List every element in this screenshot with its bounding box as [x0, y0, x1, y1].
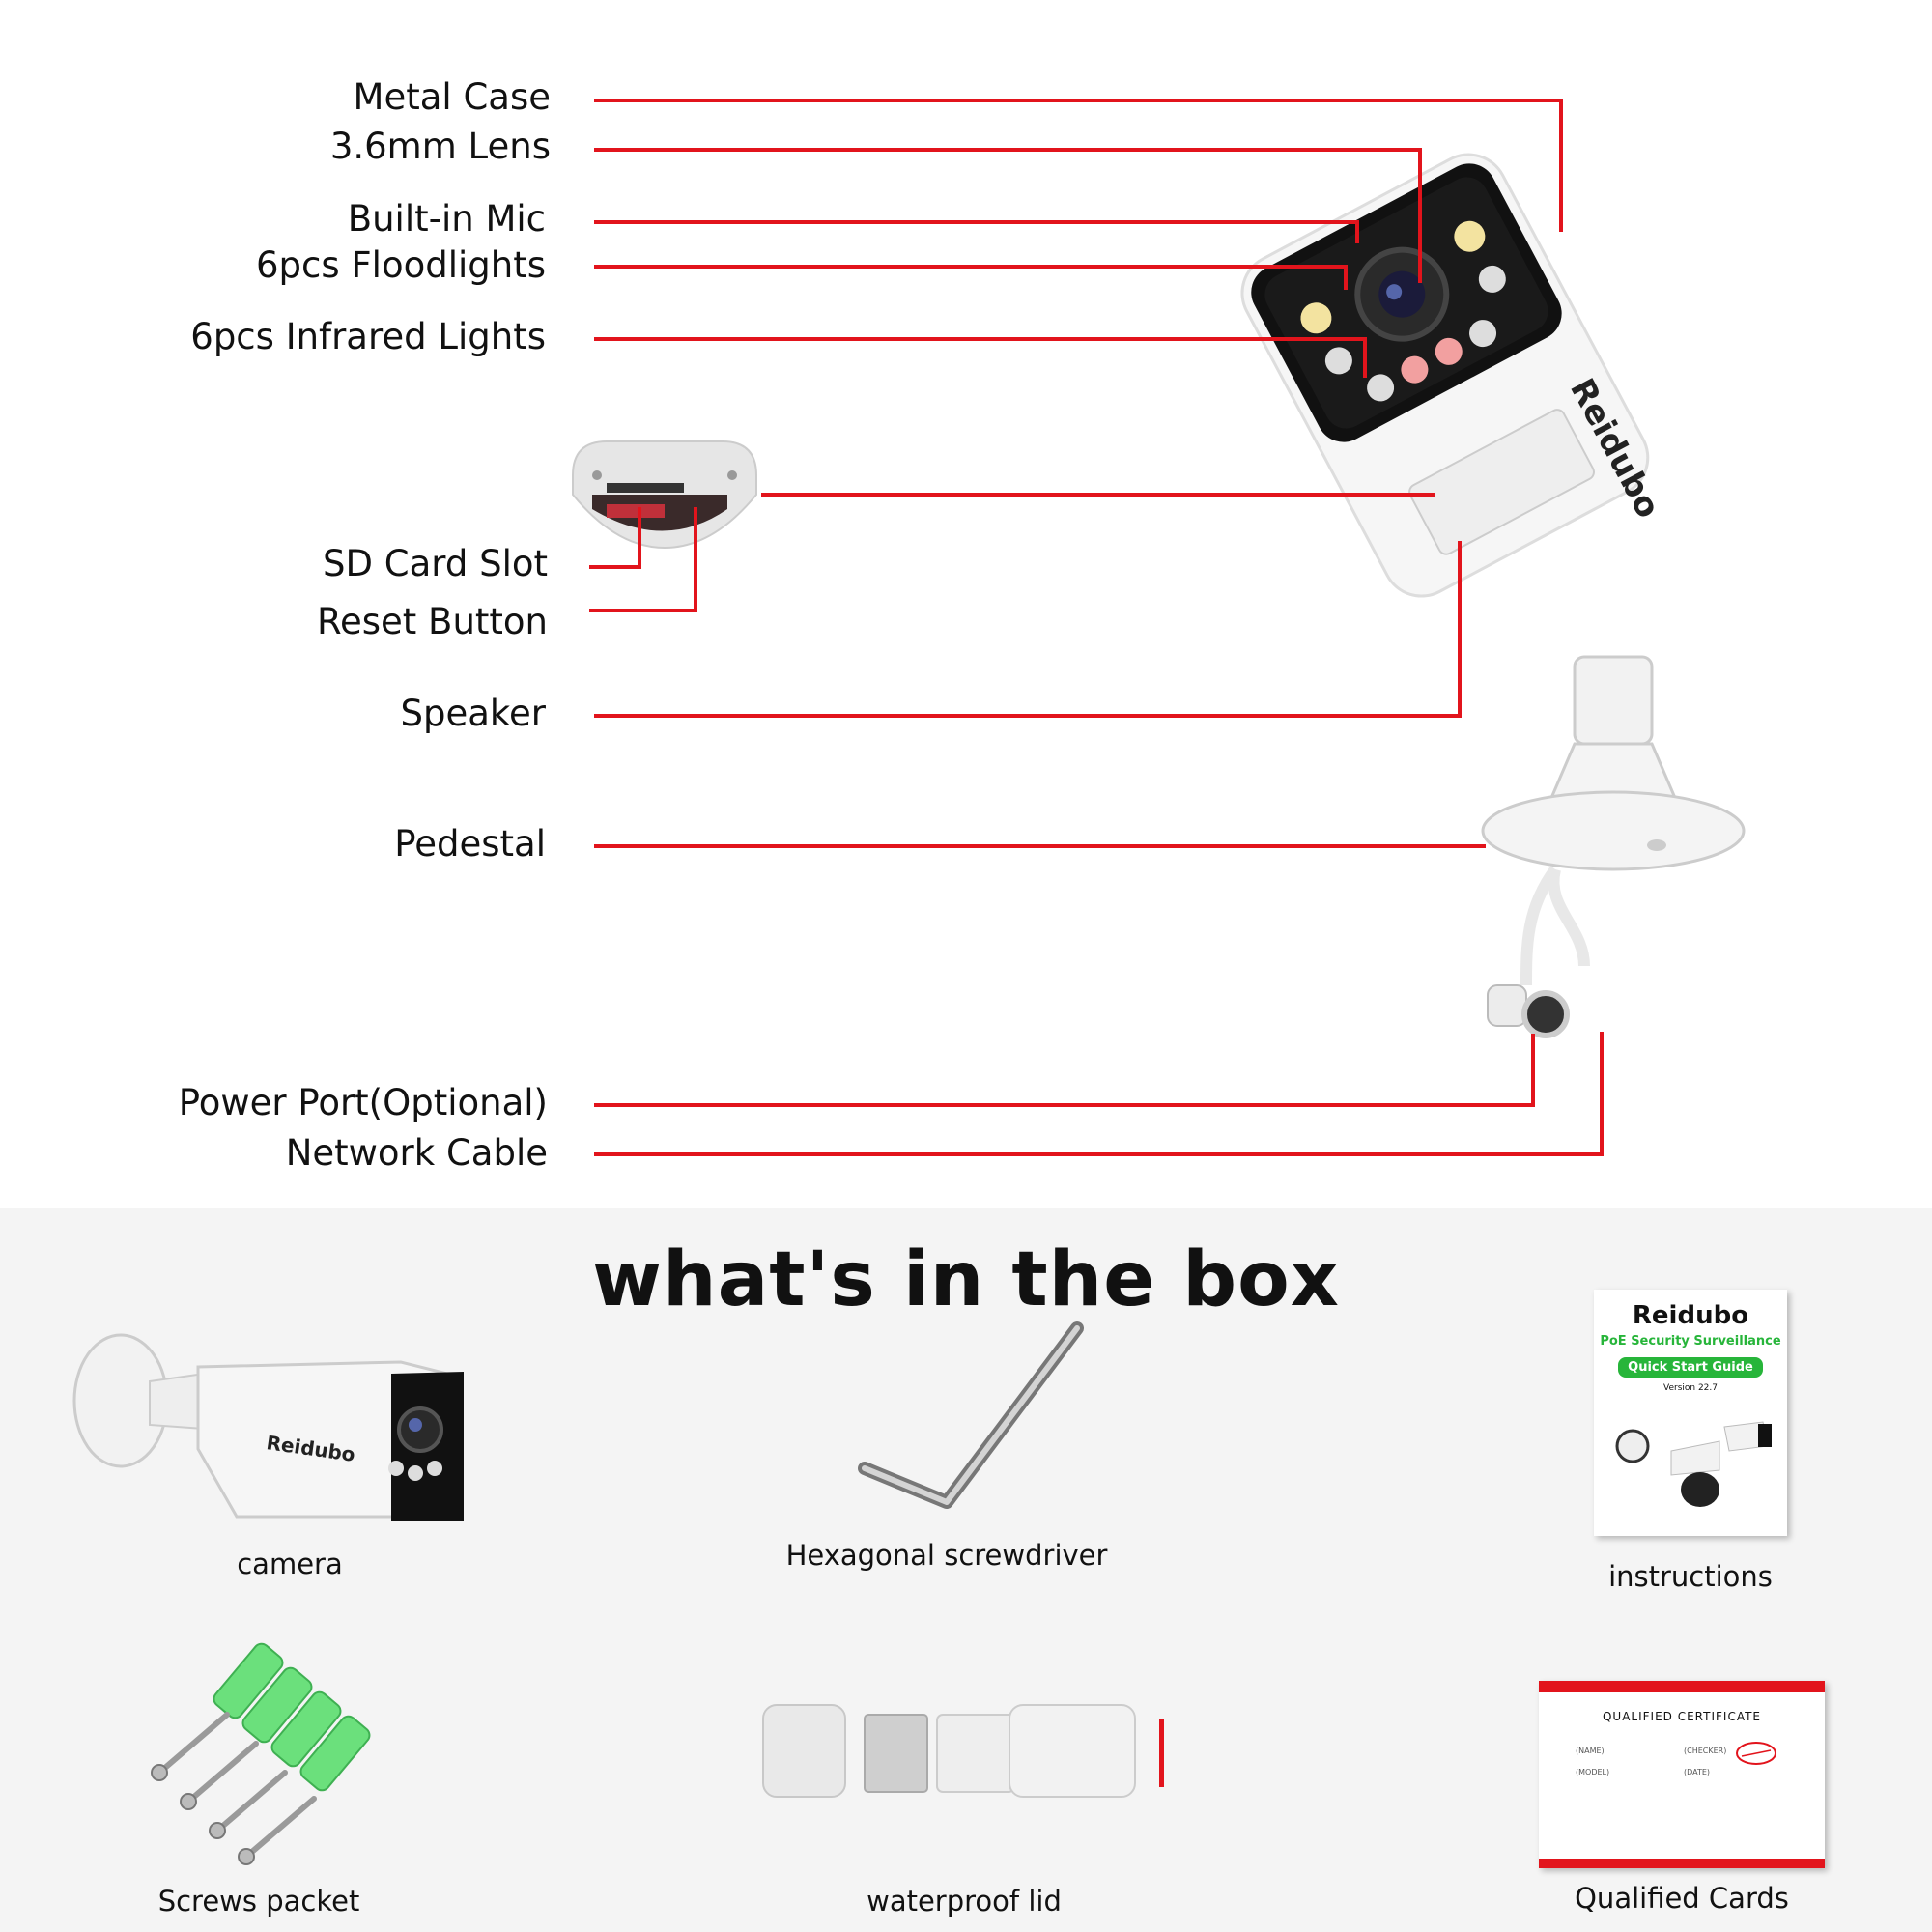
caption-qualified-cards: Qualified Cards — [1575, 1882, 1789, 1915]
caption-screwdriver: Hexagonal screwdriver — [785, 1539, 1108, 1572]
leader-lens-vertical — [1418, 148, 1422, 283]
sd-card-inset-image — [572, 440, 757, 550]
leader-reset — [589, 609, 697, 612]
certificate-checker-field: (CHECKER) — [1684, 1747, 1727, 1755]
screwdriver-item-image — [858, 1321, 1084, 1509]
leader-infrared-vertical — [1363, 337, 1367, 378]
callout-pedestal: Pedestal — [394, 823, 546, 865]
callout-mic: Built-in Mic — [347, 198, 546, 240]
certificate-model-field: (MODEL) — [1576, 1768, 1610, 1776]
box-contents-title: what's in the box — [592, 1236, 1340, 1323]
guide-badge: Quick Start Guide — [1618, 1357, 1763, 1378]
leader-network-cable — [594, 1152, 1604, 1156]
camera-item-image: Reidubo — [72, 1333, 464, 1521]
leader-sd-inset — [761, 493, 1435, 497]
qc-stamp-icon — [1736, 1742, 1776, 1765]
caption-instructions: instructions — [1608, 1560, 1773, 1593]
caption-camera: camera — [237, 1548, 343, 1580]
guide-brand: Reidubo — [1632, 1301, 1749, 1330]
leader-network-cable-vertical — [1600, 1032, 1604, 1156]
leader-speaker-vertical — [1458, 541, 1462, 718]
callout-sd-card: SD Card Slot — [323, 543, 548, 584]
caption-waterproof-lid: waterproof lid — [867, 1885, 1062, 1918]
certificate-date-field: (DATE) — [1684, 1768, 1711, 1776]
quick-start-guide-image: Reidubo PoE Security Surveillance Quick … — [1594, 1290, 1787, 1536]
camera-illustration: Reidubo — [1240, 153, 1746, 1038]
callout-power-port: Power Port(Optional) — [178, 1082, 548, 1123]
screws-packet-image — [151, 1642, 371, 1865]
callout-network-cable: Network Cable — [285, 1132, 548, 1174]
callout-reset: Reset Button — [316, 601, 548, 642]
leader-power-port — [594, 1103, 1535, 1107]
leader-pedestal — [594, 844, 1486, 848]
qualified-certificate-image: QUALIFIED CERTIFICATE (NAME) (CHECKER) (… — [1539, 1681, 1825, 1868]
leader-floodlights — [594, 265, 1348, 269]
guide-subtitle: PoE Security Surveillance — [1600, 1334, 1781, 1349]
leader-mic — [594, 220, 1359, 224]
certificate-name-field: (NAME) — [1576, 1747, 1605, 1755]
leader-speaker — [594, 714, 1462, 718]
leader-floodlights-vertical — [1344, 265, 1348, 290]
guide-cameras-illustration — [1615, 1421, 1772, 1507]
leader-metal-case-vertical — [1559, 99, 1563, 232]
callout-speaker: Speaker — [400, 693, 547, 734]
callout-lens: 3.6mm Lens — [329, 126, 551, 167]
leader-sd-card — [589, 565, 641, 569]
guide-version: Version 22.7 — [1663, 1383, 1718, 1393]
callout-floodlights: 6pcs Floodlights — [255, 244, 546, 286]
leader-metal-case — [594, 99, 1563, 102]
leader-infrared — [594, 337, 1367, 341]
leader-reset-vertical — [694, 507, 697, 612]
waterproof-lid-image — [762, 1704, 1164, 1798]
leader-sd-card-vertical — [638, 507, 641, 569]
caption-screws: Screws packet — [157, 1885, 360, 1918]
certificate-title: QUALIFIED CERTIFICATE — [1602, 1710, 1762, 1723]
leader-mic-vertical — [1355, 220, 1359, 243]
leader-power-port-vertical — [1531, 1034, 1535, 1107]
callout-infrared: 6pcs Infrared Lights — [190, 316, 546, 357]
callout-metal-case: Metal Case — [353, 76, 551, 118]
leader-lens — [594, 148, 1422, 152]
